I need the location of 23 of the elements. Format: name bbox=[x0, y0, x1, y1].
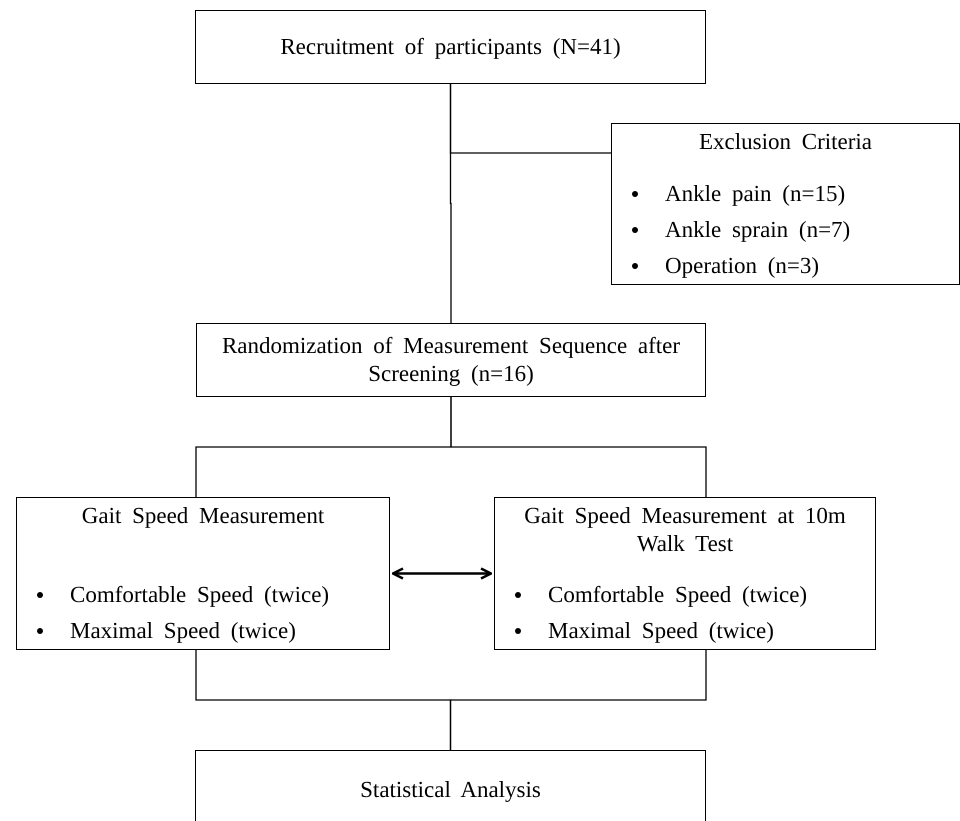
box-text: Randomization of Measurement Sequence after Screening (n=16) bbox=[220, 332, 682, 388]
process-box bbox=[494, 497, 876, 650]
process-box bbox=[611, 123, 960, 285]
box-text: Recruitment of participants (N=41) bbox=[280, 33, 621, 61]
bullet-text: Operation (n=3) bbox=[665, 252, 820, 280]
bullet-text: Comfortable Speed (twice) bbox=[548, 581, 808, 609]
box-heading: Gait Speed Measurement bbox=[80, 502, 326, 530]
box-heading: Gait Speed Measurement at 10m Walk Test bbox=[523, 502, 847, 558]
connector-line bbox=[450, 650, 707, 750]
connector-line bbox=[450, 397, 707, 497]
bullet-text: Maximal Speed (twice) bbox=[548, 617, 774, 645]
bullet-text: Comfortable Speed (twice) bbox=[70, 581, 330, 609]
box-heading: Exclusion Criteria bbox=[698, 128, 873, 156]
bullet-text: Ankle sprain (n=7) bbox=[665, 216, 850, 244]
bullet-text: Ankle pain (n=15) bbox=[665, 180, 846, 208]
process-box bbox=[16, 497, 390, 650]
process-box bbox=[195, 750, 706, 821]
bullet-text: Maximal Speed (twice) bbox=[70, 617, 296, 645]
process-box bbox=[195, 10, 706, 84]
box-text: Statistical Analysis bbox=[360, 776, 541, 804]
process-box bbox=[196, 323, 706, 397]
arrow bbox=[392, 567, 492, 580]
connector-line bbox=[450, 84, 452, 323]
